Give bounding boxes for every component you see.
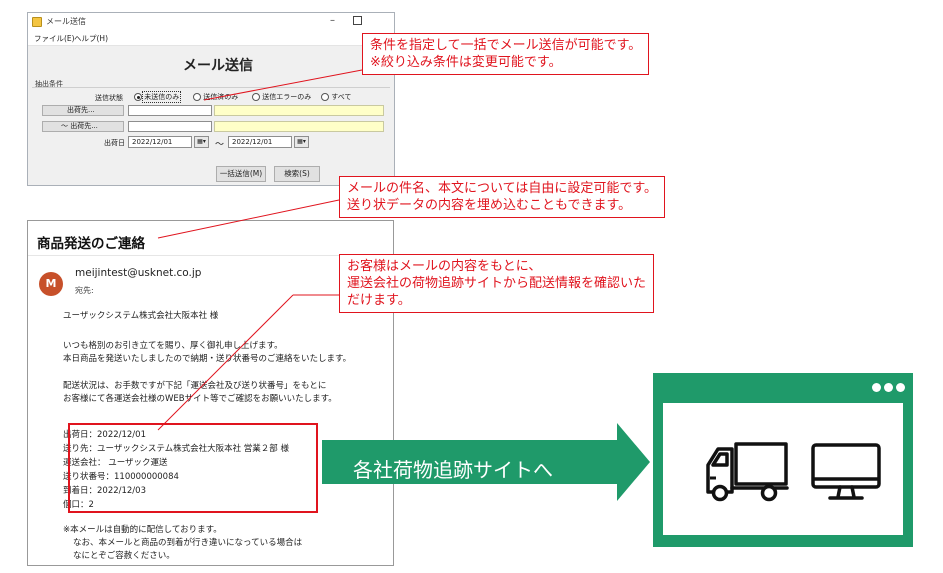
radio-all-label: すべて [331,93,352,101]
mail-send-window: メール送信 – ファイル(E) ヘルプ(H) メール送信 抽出条件 送信状態 未… [27,12,395,186]
ship-date-line: 出荷日：2022/12/01 [63,430,146,440]
menu-file[interactable]: ファイル(E) [34,34,75,43]
shipper-from-code[interactable] [128,105,212,116]
radio-all-icon [321,93,329,101]
shipper-to-name [214,121,384,132]
radio-error-label: 送信エラーのみ [262,93,312,101]
subject-divider [28,255,393,256]
callout-text: 条件を指定して一括でメール送信が可能です。 [370,38,642,53]
window-dot-icon [884,383,893,392]
radio-unsent-label: 未送信のみ [142,91,182,103]
callout-text: メールの件名、本文については自由に設定可能です。 [347,181,658,196]
radio-error-icon [252,93,260,101]
callout-leader [157,294,294,431]
email-subject: 商品発送のご連絡 [37,236,145,252]
sender-address: meijintest@usknet.co.jp [75,267,202,279]
note-line: なにとぞご容赦ください。 [73,551,175,561]
date-to-input[interactable]: 2022/12/01 [228,136,292,148]
to-label: 宛先: [75,286,94,295]
body-line: いつも格別のお引き立てを賜り、厚く御礼申し上げます。 [63,341,283,351]
date-from-input[interactable]: 2022/12/01 [128,136,192,148]
shipper-from-button[interactable]: 出荷先... [42,105,124,116]
callout-customer-tracking: お客様はメールの内容をもとに、 運送会社の荷物追跡サイトから配送情報を確認いた … [339,254,655,313]
callout-mail-template: メールの件名、本文については自由に設定可能です。 送り状データの内容を埋め込むこ… [339,176,666,218]
browser-content [663,403,903,535]
body-line: 配送状況は、お手数ですが下記「運送会社及び送り状番号」をもとに [63,381,327,391]
radio-error[interactable]: 送信エラーのみ [252,92,311,102]
callout-bulk-send: 条件を指定して一括でメール送信が可能です。 ※絞り込み条件は変更可能です。 [362,33,650,75]
monitor-icon [811,443,881,500]
window-title: メール送信 [46,17,86,26]
status-label: 送信状態 [95,94,123,102]
callout-text: 送り状データの内容を埋め込むこともできます。 [347,198,632,213]
arrival-line: 到着日：2022/12/03 [63,486,146,496]
note-line: なお、本メールと商品の到着が行き違いになっている場合は [73,538,303,548]
window-heading: メール送信 [183,58,253,74]
callout-leader [203,69,363,101]
arrow-to-tracking-sites [322,423,650,501]
arrow-label: 各社荷物追跡サイトへ [353,458,553,482]
callout-text: ※絞り込み条件は変更可能です。 [370,55,562,70]
window-dot-icon [872,383,881,392]
truck-icon [706,442,789,502]
title-bar: メール送信 – [28,13,394,31]
search-button[interactable]: 検索(S) [274,166,320,182]
body-greeting: ユーザックシステム株式会社大阪本社 様 [63,311,219,321]
shipper-to-button[interactable]: ～ 出荷先... [42,121,124,132]
maximize-button[interactable] [353,16,362,25]
callout-leader [157,199,340,239]
radio-unsent-icon [134,93,142,101]
body-line: 本日商品を発送いたしましたので納期・送り状番号のご連絡をいたします。 [63,354,352,364]
body-line: お客様にて各運送会社様のWEBサイト等でご確認をお願いいたします。 [63,394,337,404]
tracking-line: 送り状番号：110000000084 [63,472,179,482]
callout-text: だけます。 [347,293,411,308]
ship-date-label: 出荷日 [104,139,125,147]
group-divider [32,87,390,88]
window-dot-icon [896,383,905,392]
note-line: ※本メールは自動的に配信しております。 [63,525,222,535]
menu-bar: ファイル(E) ヘルプ(H) [28,31,394,46]
app-icon [32,17,42,27]
shipping-info-highlight [68,423,318,513]
menu-help[interactable]: ヘルプ(H) [74,34,108,43]
radio-sent-icon [193,93,201,101]
avatar: M [39,272,63,296]
pieces-line: 個口：2 [63,500,94,510]
shipper-to-code[interactable] [128,121,212,132]
calendar-icon[interactable]: ▦▾ [194,136,209,148]
radio-unsent[interactable]: 未送信のみ [134,91,182,103]
shipper-from-name [214,105,384,116]
calendar-icon[interactable]: ▦▾ [294,136,309,148]
filter-group-label: 抽出条件 [35,80,63,88]
bulk-send-button[interactable]: 一括送信(M) [216,166,266,182]
carrier-line: 運送会社： ユーザック運送 [63,458,168,468]
minimize-button[interactable]: – [330,15,335,26]
range-tilde: ～ [215,140,225,150]
ship-to-line: 送り先：ユーザックシステム株式会社大阪本社 営業２部 様 [63,444,289,454]
tracking-site-browser [653,373,913,547]
email-preview: 商品発送のご連絡 M meijintest@usknet.co.jp 宛先: ユ… [27,220,394,566]
radio-all[interactable]: すべて [321,92,351,102]
callout-text: お客様はメールの内容をもとに、 [347,259,542,274]
callout-text: 運送会社の荷物追跡サイトから配送情報を確認いた [347,276,647,291]
